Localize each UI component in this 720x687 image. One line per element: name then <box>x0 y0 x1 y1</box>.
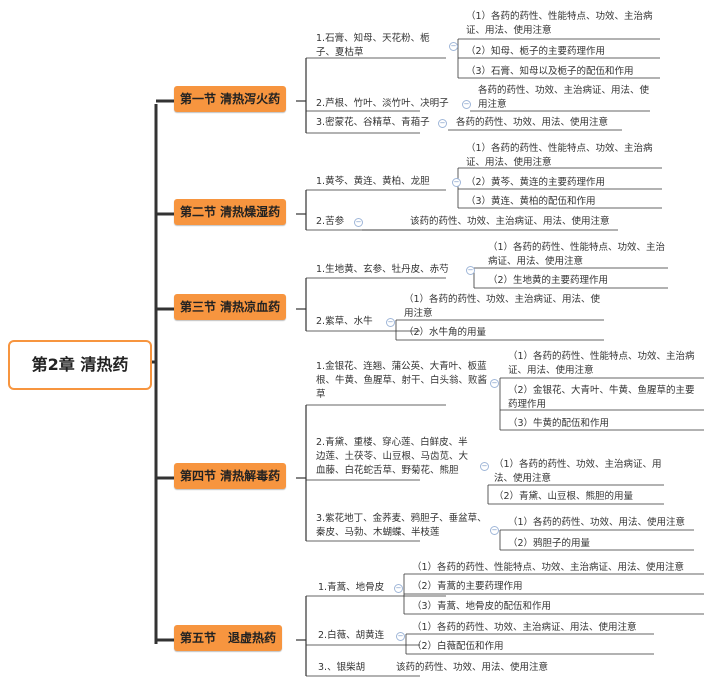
note-node[interactable]: （3）青蒿、地骨皮的配伍和作用 <box>412 601 552 612</box>
section-node-3[interactable]: 第三节 清热凉血药 <box>174 294 287 320</box>
note-node[interactable]: （2）青蒿的主要药理作用 <box>412 581 523 592</box>
note-node[interactable]: （2）白薇配伍和作用 <box>412 641 504 652</box>
note-node[interactable]: （2）黄芩、黄连的主要药理作用 <box>466 177 606 188</box>
collapse-toggle-icon[interactable]: − <box>466 266 475 275</box>
collapse-toggle-icon[interactable]: − <box>354 218 363 227</box>
note-node[interactable]: （1）各药的药性、性能特点、功效、主治病证、用法、使用注意 <box>466 11 653 36</box>
note-node[interactable]: （2）生地黄的主要药理作用 <box>488 275 609 286</box>
note-node[interactable]: （2）青黛、山豆根、熊胆的用量 <box>494 491 634 502</box>
note-node[interactable]: （1）各药的药性、功效、主治病证、用法、使用注意 <box>404 294 601 319</box>
collapse-toggle-icon[interactable]: − <box>452 178 461 187</box>
collapse-toggle-icon[interactable]: − <box>386 318 395 327</box>
drug-node[interactable]: 2.白薇、胡黄连 <box>318 630 385 641</box>
drug-node[interactable]: 2.芦根、竹叶、淡竹叶、决明子 <box>316 98 449 109</box>
drug-node[interactable]: 1.金银花、连翘、蒲公英、大青叶、板蓝根、牛黄、鱼腥草、射干、白头翁、败酱草 <box>316 361 488 400</box>
collapse-toggle-icon[interactable]: − <box>438 119 447 128</box>
section-node-1[interactable]: 第一节 清热泻火药 <box>174 86 287 112</box>
note-node[interactable]: （1）各药的药性、性能特点、功效、主治病证、用法、使用注意 <box>412 562 685 573</box>
note-node[interactable]: （3）石膏、知母以及栀子的配伍和作用 <box>466 66 634 77</box>
drug-node[interactable]: 1.黄芩、黄连、黄柏、龙胆 <box>316 176 430 187</box>
collapse-toggle-icon[interactable]: − <box>394 584 403 593</box>
collapse-toggle-icon[interactable]: − <box>490 379 499 388</box>
note-node[interactable]: （1）各药的药性、功效、主治病证、用法、使用注意 <box>494 459 662 484</box>
note-node[interactable]: （1）各药的药性、功效、用法、使用注意 <box>508 517 686 528</box>
section-node-4[interactable]: 第四节 清热解毒药 <box>174 463 287 489</box>
note-node[interactable]: 各药的药性、功效、用法、使用注意 <box>456 117 609 128</box>
drug-node[interactable]: 3.密蒙花、谷精草、青葙子 <box>316 117 430 128</box>
drug-node[interactable]: 2.紫草、水牛 <box>316 316 373 327</box>
note-node[interactable]: （3）黄连、黄柏的配伍和作用 <box>466 196 596 207</box>
note-node[interactable]: （3）牛黄的配伍和作用 <box>508 418 610 429</box>
collapse-toggle-icon[interactable]: − <box>449 42 458 51</box>
section-node-5[interactable]: 第五节 退虚热药 <box>174 625 283 651</box>
note-node[interactable]: 各药的药性、功效、主治病证、用法、使用注意 <box>478 85 650 110</box>
drug-node[interactable]: 2.苦参 <box>316 216 345 227</box>
note-node[interactable]: （1）各药的药性、性能特点、功效、主治病证、用法、使用注意 <box>466 143 653 168</box>
note-node[interactable]: （1）各药的药性、性能特点、功效、主治病证、用法、使用注意 <box>488 242 666 267</box>
drug-node[interactable]: 3.、银柴胡 <box>318 662 366 673</box>
section-node-2[interactable]: 第二节 清热燥湿药 <box>174 199 287 225</box>
collapse-toggle-icon[interactable]: − <box>396 632 405 641</box>
drug-node[interactable]: 1.生地黄、玄参、牡丹皮、赤芍 <box>316 264 449 275</box>
collapse-toggle-icon[interactable]: − <box>480 462 489 471</box>
note-node[interactable]: （1）各药的药性、性能特点、功效、主治病证、用法、使用注意 <box>508 351 695 376</box>
note-node[interactable]: （1）各药的药性、功效、主治病证、用法、使用注意 <box>412 622 637 633</box>
collapse-toggle-icon[interactable]: − <box>462 100 471 109</box>
note-node[interactable]: （2）水牛角的用量 <box>404 327 487 338</box>
note-node[interactable]: 该药的药性、功效、用法、使用注意 <box>396 662 549 673</box>
note-node[interactable]: （2）金银花、大青叶、牛黄、鱼腥草的主要药理作用 <box>508 385 695 410</box>
drug-node[interactable]: 3.紫花地丁、金荞麦、鸦胆子、垂盆草、秦皮、马勃、木蝴蝶、半枝莲 <box>316 513 487 538</box>
drug-node[interactable]: 1.青蒿、地骨皮 <box>318 582 385 593</box>
drug-node[interactable]: 1.石膏、知母、天花粉、栀子、夏枯草 <box>316 33 430 58</box>
root-node[interactable]: 第2章 清热药 <box>8 340 152 390</box>
collapse-toggle-icon[interactable]: − <box>490 526 499 535</box>
note-node[interactable]: （2）知母、栀子的主要药理作用 <box>466 46 606 57</box>
note-node[interactable]: 该药的药性、功效、主治病证、用法、使用注意 <box>410 216 610 227</box>
note-node[interactable]: （2）鸦胆子的用量 <box>508 538 591 549</box>
drug-node[interactable]: 2.青黛、重楼、穿心莲、白鲜皮、半边莲、土茯苓、山豆根、马齿苋、大血藤、白花蛇舌… <box>316 437 469 476</box>
